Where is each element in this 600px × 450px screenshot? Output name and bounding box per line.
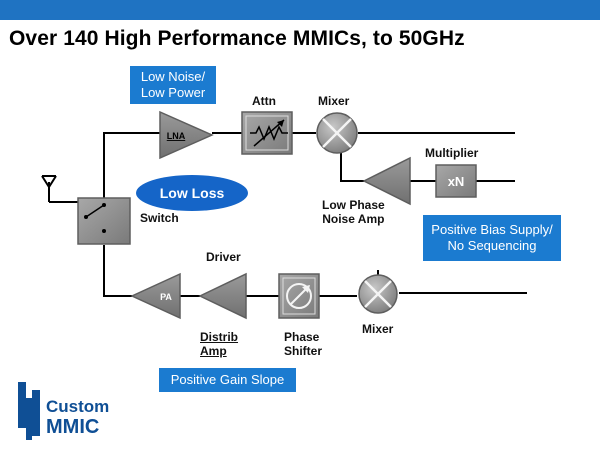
wire-switch-to-pa <box>103 245 132 297</box>
callout-bias: Positive Bias Supply/ No Sequencing <box>423 215 561 261</box>
mixer-top-icon <box>316 112 358 154</box>
wire-switch-to-lna <box>103 132 160 202</box>
callout-low-noise: Low Noise/ Low Power <box>130 66 216 104</box>
signal-wires <box>48 132 527 297</box>
switch-block <box>77 197 131 245</box>
lna-label: LNA <box>167 131 186 141</box>
label-phase-shifter: Phase Shifter <box>284 330 323 358</box>
callout-low-loss: Low Loss <box>136 175 248 211</box>
callout-low-noise-text: Low Noise/ Low Power <box>140 69 206 100</box>
driver-amplifier <box>198 272 247 320</box>
label-distrib-amp: Distrib Amp <box>200 330 239 358</box>
low-phase-noise-amp <box>362 156 411 206</box>
callout-gain-slope: Positive Gain Slope <box>159 368 296 392</box>
callout-gain-slope-text: Positive Gain Slope <box>170 372 285 387</box>
antenna-icon <box>41 175 57 189</box>
resistor-icon <box>250 125 288 141</box>
label-switch: Switch <box>140 211 179 225</box>
pa-label: PA <box>160 292 172 302</box>
label-mixer-bottom: Mixer <box>362 322 394 336</box>
lna-amplifier: LNA <box>159 110 214 160</box>
attenuator-block <box>241 111 293 155</box>
wire-mixer-to-lpna <box>340 153 364 182</box>
top-banner <box>0 0 600 20</box>
phase-shifter-block <box>278 273 320 319</box>
logo-line-2: MMIC <box>46 416 100 438</box>
multiplier-block: xN <box>435 164 477 198</box>
callout-low-loss-text: Low Loss <box>159 185 225 201</box>
label-attn: Attn <box>252 94 276 108</box>
label-driver: Driver <box>206 250 241 264</box>
pa-amplifier: PA <box>130 272 181 320</box>
label-low-phase-noise-amp: Low Phase Noise Amp <box>322 198 385 226</box>
custom-mmic-logo-icon <box>18 382 40 440</box>
slide-title: Over 140 High Performance MMICs, to 50GH… <box>9 27 465 50</box>
label-mixer-top: Mixer <box>318 94 350 108</box>
multiplier-symbol: xN <box>448 174 465 189</box>
label-multiplier: Multiplier <box>425 146 479 160</box>
callout-bias-text: Positive Bias Supply/ No Sequencing <box>431 222 553 253</box>
logo-line-1: Custom <box>46 397 110 416</box>
mixer-bottom-icon <box>358 270 398 314</box>
